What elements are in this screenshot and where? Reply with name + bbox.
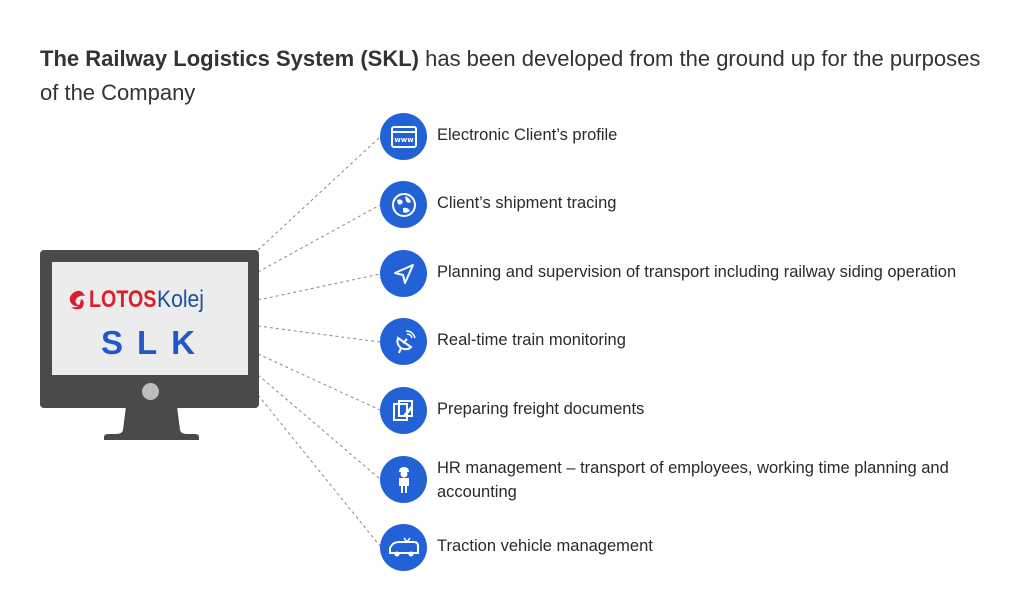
feature-label: Real-time train monitoring — [437, 331, 626, 349]
connector-line-4 — [257, 325, 381, 343]
svg-text:www: www — [394, 136, 414, 144]
power-button-icon — [142, 383, 159, 400]
navigation-arrow-icon — [380, 250, 427, 297]
www-window-icon: www — [380, 113, 427, 160]
lotos-flame-icon — [69, 290, 85, 310]
feature-item-hr-management: HR management – transport of employees, … — [380, 456, 1007, 504]
feature-item-transport-planning: Planning and supervision of transport in… — [380, 250, 956, 297]
product-name: SLK — [101, 324, 209, 361]
monitor-screen: LOTOS Kolej SLK — [52, 262, 248, 375]
monitor-illustration: LOTOS Kolej SLK — [40, 250, 259, 408]
feature-item-freight-documents: Preparing freight documents — [380, 387, 644, 434]
heading-bold: The Railway Logistics System (SKL) — [40, 46, 419, 71]
feature-item-traction-vehicle: Traction vehicle management — [380, 524, 653, 571]
feature-label: HR management – transport of employees, … — [437, 459, 949, 501]
heading-rest: has been developed from the ground up fo… — [40, 46, 981, 105]
feature-label: Client’s shipment tracing — [437, 194, 617, 212]
edit-document-icon — [380, 387, 427, 434]
feature-label: Preparing freight documents — [437, 400, 645, 418]
logo-brand: LOTOS — [89, 286, 157, 313]
monitor-stand — [104, 406, 199, 440]
person-icon — [380, 456, 427, 503]
connector-line-7 — [257, 394, 381, 547]
locomotive-icon — [380, 524, 427, 571]
feature-label: Electronic Client’s profile — [437, 126, 618, 144]
connector-line-1 — [257, 136, 381, 251]
connector-line-3 — [257, 273, 381, 301]
logo-suffix: Kolej — [157, 286, 205, 313]
feature-item-shipment-tracing: Client’s shipment tracing — [380, 181, 616, 228]
connector-line-2 — [257, 204, 381, 273]
connector-line-6 — [257, 374, 381, 480]
feature-label: Traction vehicle management — [437, 537, 653, 555]
connector-line-5 — [257, 353, 381, 411]
page-heading: The Railway Logistics System (SKL) has b… — [40, 42, 1000, 110]
globe-icon — [380, 181, 427, 228]
feature-label: Planning and supervision of transport in… — [437, 263, 957, 281]
lotos-kolej-logo: LOTOS Kolej — [65, 286, 211, 314]
feature-item-client-profile: www Electronic Client’s profile — [380, 113, 617, 160]
satellite-dish-icon — [380, 318, 427, 365]
feature-item-train-monitoring: Real-time train monitoring — [380, 318, 626, 365]
